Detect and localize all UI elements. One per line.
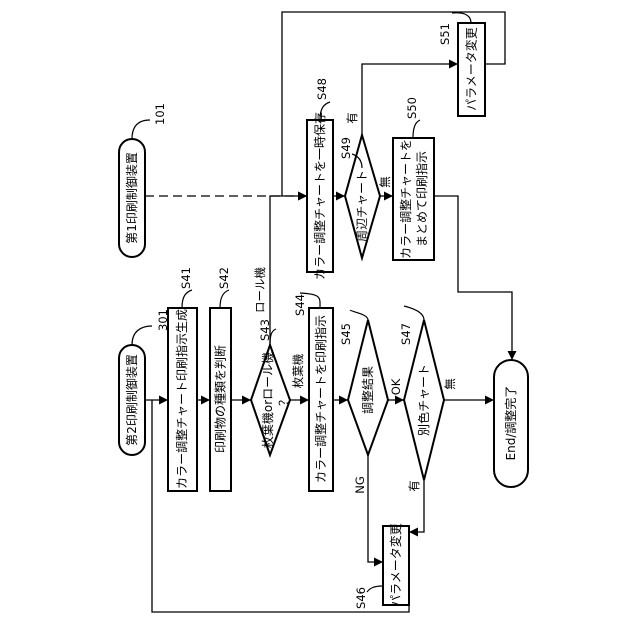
- s49-text: 周辺チャート: [355, 170, 369, 242]
- s43-line1: 枚葉機orロール機: [260, 352, 275, 448]
- s42-leader: [220, 290, 229, 308]
- s47-text: 別色チャート: [417, 364, 431, 436]
- s45-text: 調整結果: [360, 366, 375, 414]
- edge-s50-to-end: [434, 196, 512, 360]
- first-control-device: 第1印刷制御装置: [119, 139, 145, 257]
- s50-leader: [413, 120, 420, 138]
- s51-text: パラメータ変更: [464, 27, 479, 111]
- end-terminal: End/調整完了: [494, 360, 528, 487]
- step-s42: 印刷物の種類を判断: [210, 308, 231, 491]
- label-s49-no: 無: [378, 176, 392, 188]
- s41-text: カラー調整チャート印刷指示生成: [174, 309, 189, 489]
- s51-id: S51: [438, 23, 452, 45]
- ref-101-label: 101: [153, 103, 167, 125]
- label-sheet: 枚葉機: [291, 353, 305, 388]
- ref-301-leader: [132, 326, 152, 345]
- s44-id: S44: [293, 294, 307, 316]
- first-control-label: 第1印刷制御装置: [124, 152, 139, 244]
- step-s46: パラメータ変更: [383, 523, 409, 607]
- s49-id: S49: [339, 137, 353, 159]
- s50-id: S50: [405, 97, 419, 119]
- label-roll: ロール機: [253, 267, 267, 313]
- s48-text: カラー調整チャートを一時保存: [312, 112, 327, 280]
- s51-leader: [452, 13, 471, 23]
- s41-id: S41: [179, 267, 193, 289]
- s46-text: パラメータ変更: [388, 523, 403, 607]
- label-ng: NG: [353, 476, 367, 494]
- s48-id: S48: [315, 78, 329, 100]
- s42-id: S42: [217, 267, 231, 289]
- step-s50: カラー調整チャートを まとめて印刷指示: [393, 138, 434, 260]
- edge-s43-roll-to-s48: [270, 196, 307, 345]
- second-control-device: 第2印刷制御装置: [119, 345, 145, 455]
- s43-id: S43: [258, 319, 272, 341]
- s45-leader: [350, 310, 368, 320]
- s44-text: カラー調整チャートを印刷指示: [313, 315, 328, 483]
- end-text: End/調整完了: [503, 386, 518, 461]
- s47-id: S47: [399, 323, 413, 345]
- decision-s43: 枚葉機orロール機 ？: [251, 345, 291, 455]
- label-s49-yes: 有: [345, 112, 359, 124]
- s45-id: S45: [339, 323, 353, 345]
- label-s47-no: 無: [443, 378, 457, 390]
- s46-id: S46: [354, 587, 368, 609]
- s50-line1: カラー調整チャートを: [398, 139, 413, 259]
- decision-s45: 調整結果: [348, 320, 388, 455]
- step-s44: カラー調整チャートを印刷指示: [309, 308, 333, 491]
- s50-line2: まとめて印刷指示: [414, 151, 429, 247]
- edge-s45-ng-to-s46: [368, 455, 383, 562]
- second-control-label: 第2印刷制御装置: [124, 354, 139, 446]
- label-s47-yes: 有: [407, 480, 421, 492]
- s41-leader: [182, 290, 192, 308]
- s43-line2: ？: [277, 394, 291, 406]
- label-ok: OK: [389, 378, 403, 395]
- s47-leader: [404, 306, 424, 320]
- step-s48: カラー調整チャートを一時保存: [307, 112, 333, 280]
- step-s41: カラー調整チャート印刷指示生成: [168, 308, 197, 491]
- s42-text: 印刷物の種類を判断: [213, 345, 228, 453]
- s46-leader: [367, 586, 383, 592]
- step-s51: パラメータ変更: [458, 23, 485, 116]
- ref-101-leader: [132, 120, 150, 139]
